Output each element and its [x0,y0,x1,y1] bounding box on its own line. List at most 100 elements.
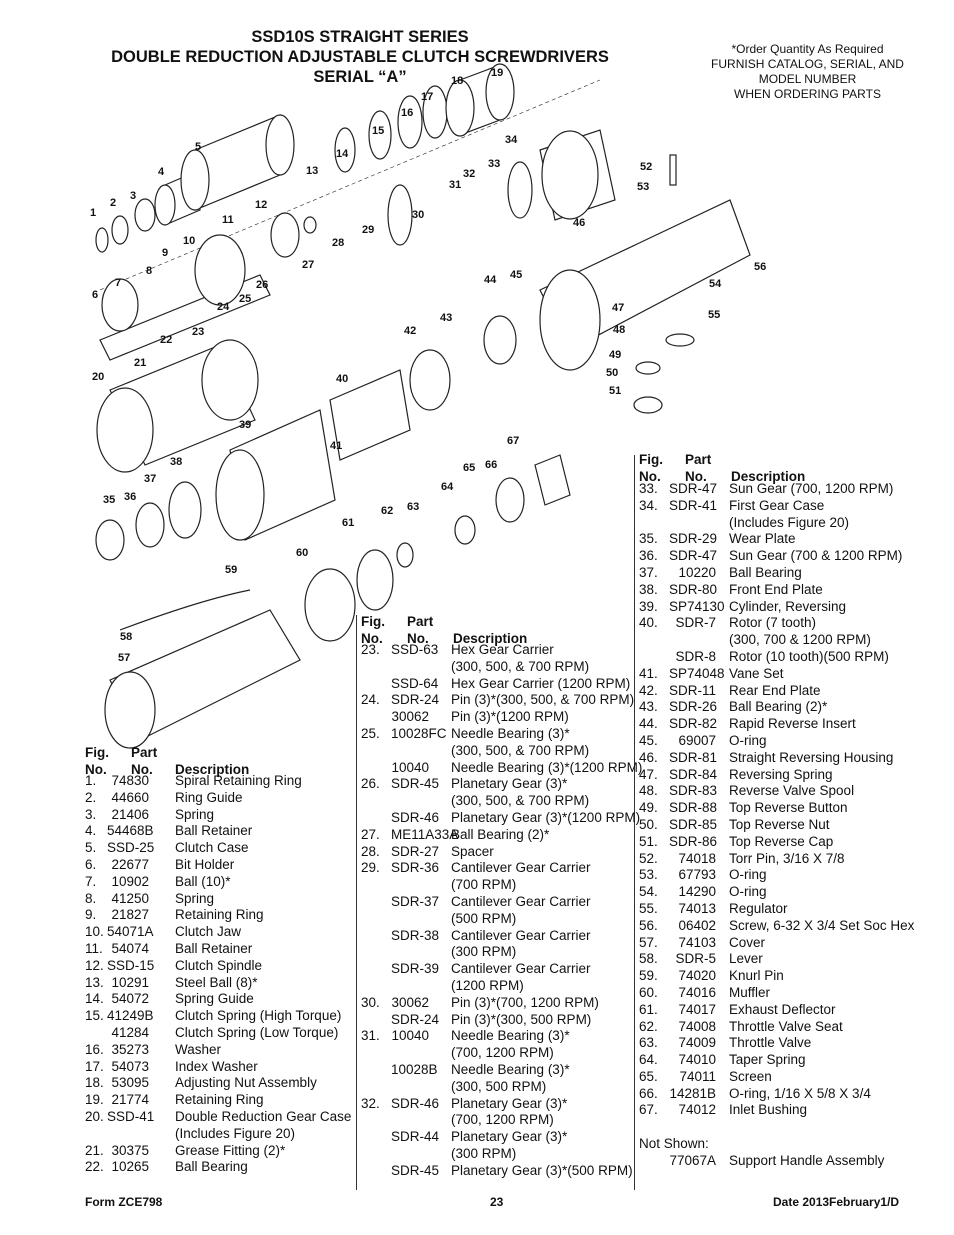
part-description: Planetary Gear (3)* [451,776,568,792]
part-description: Clutch Case [175,840,249,856]
part-description: Bit Holder [175,856,235,872]
fig-number: 38. [639,581,658,597]
part-number: SP74048 [669,665,725,681]
fig-number: 24. [361,692,380,708]
part-number: SDR-84 [669,766,718,782]
fig-number: 37. [639,564,658,580]
fig-number: 39. [639,598,658,614]
header-fig-no: No. [85,762,107,777]
fig-number: 50. [639,816,658,832]
part-number: 74017 [678,1001,716,1017]
callout-label: 38 [170,456,182,468]
callout-label: 35 [103,494,115,506]
form-number: Form ZCE798 [85,1195,163,1209]
part-number [391,1079,429,1096]
callout-label: 7 [115,277,121,289]
callout-label: 11 [222,214,234,226]
callout-label: 9 [162,247,168,259]
part-number: 10028FC [391,725,447,741]
callout-label: 36 [124,491,136,503]
part-description: Top Reverse Cap [729,833,834,849]
part-description: Planetary Gear (3)*(500 RPM) [451,1162,633,1178]
fig-number [361,743,391,760]
callout-label: 25 [239,293,251,305]
fig-number [361,676,391,693]
header-part: Part [131,745,158,760]
callout-label: 66 [485,459,497,471]
fig-number: 17. [85,1058,104,1074]
part-number: 74830 [111,773,149,788]
part-number: 21774 [111,1092,149,1108]
callout-label: 31 [449,179,461,191]
callout-label: 40 [336,373,348,385]
fig-number [361,1012,391,1029]
part-number: SDR-24 [391,1011,440,1027]
part-description: O-ring [729,884,767,900]
fig-number: 54. [639,884,658,900]
part-description: Needle Bearing (3)* [451,725,570,741]
callout-label: 19 [491,67,503,79]
column-divider [634,455,635,1190]
callout-label: 4 [158,166,165,178]
part-description: Cantilever Gear Carrier [451,893,591,909]
header-description: Description [731,469,806,484]
part-number: SDR-41 [669,497,718,513]
fig-number: 14. [85,991,104,1007]
part-number: SDR-38 [391,927,440,943]
callout-label: 67 [507,435,519,447]
fig-number [361,1045,391,1062]
part-description: Spring Guide [175,991,254,1007]
fig-number [361,961,391,978]
callout-label: 29 [362,224,374,236]
part-description: Cantilever Gear Carrier [451,860,591,876]
part-description: Clutch Spring (Low Torque) [175,1024,339,1040]
part-description: Cylinder, Reversing [729,598,847,614]
part-number: 10040 [391,1028,429,1044]
fig-number: 40. [639,615,658,631]
part-number: 10291 [111,974,149,990]
fig-number [361,810,391,827]
fig-number: 20. [85,1108,104,1124]
part-description: Retaining Ring [175,1092,264,1108]
part-description: Planetary Gear (3)* [451,1129,568,1145]
callout-label: 1 [90,207,96,219]
table-header: Fig. Part No. No. Description [639,452,914,486]
part-number [391,659,429,676]
part-description: Support Handle Assembly [729,1153,885,1169]
fig-number: 27. [361,826,380,842]
title-line-3: SERIAL “A” [313,68,407,86]
part-description: Ring Guide [175,789,243,805]
callout-label: 5 [195,141,201,153]
part-number [391,743,429,760]
callout-label: 41 [330,440,342,452]
callout-label: 33 [488,158,500,170]
order-note-line: WHEN ORDERING PARTS [734,87,881,101]
part-description: Taper Spring [729,1052,806,1068]
fig-number: 11. [85,940,103,956]
part-description: Ball Retainer [175,823,253,839]
part-description: Ball Bearing [729,564,802,580]
part-number: 21827 [111,907,149,923]
table-row: (700, 1200 RPM) [361,1045,642,1062]
part-description: Clutch Spindle [175,957,263,973]
part-description: (Includes Figure 20) [175,1125,296,1141]
fig-number: 45. [639,732,658,748]
part-number: 14281B [669,1085,716,1101]
callout-label: 56 [754,261,766,273]
part-number: 74009 [678,1035,716,1051]
fig-number: 53. [639,867,658,883]
